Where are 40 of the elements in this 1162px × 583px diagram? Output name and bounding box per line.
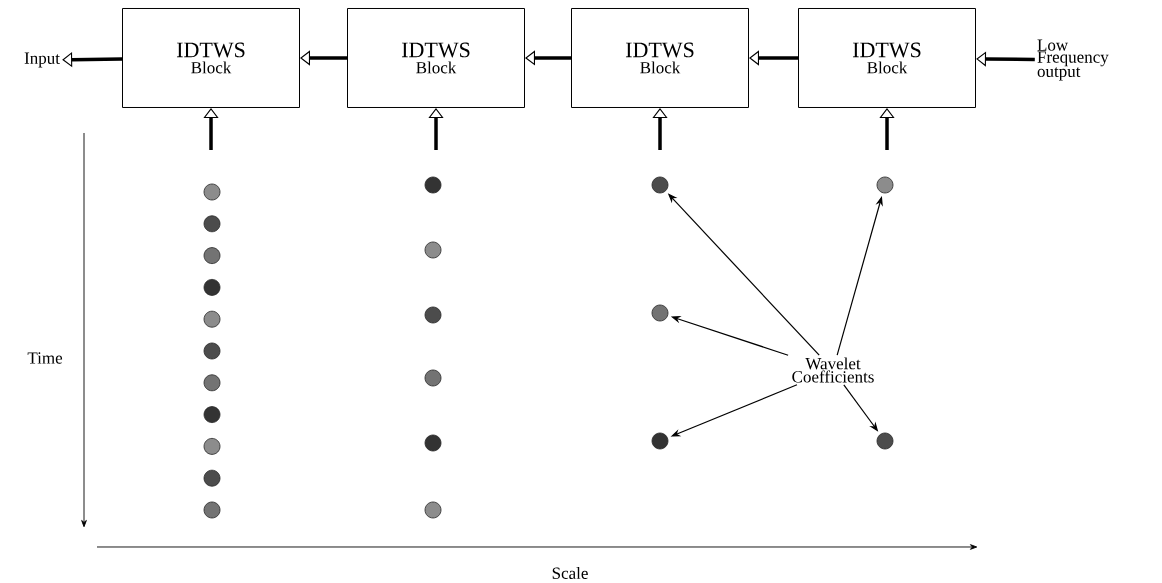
coefficient-dot <box>876 176 894 194</box>
coefficient-dot <box>424 306 442 324</box>
process-box: IDTWS Block <box>571 8 749 108</box>
text-label: Wavelet Coefficients <box>792 357 874 383</box>
block-arrow <box>300 50 347 66</box>
coefficient-dot <box>424 241 442 259</box>
coefficient-dot <box>424 501 442 519</box>
coefficient-dot <box>203 342 221 360</box>
coefficient-dot <box>203 310 221 328</box>
coefficient-dot <box>203 469 221 487</box>
text-label: Low Frequency output <box>1037 39 1109 81</box>
coefficient-dot <box>203 183 221 201</box>
coefficient-dot <box>203 247 221 264</box>
block-arrow <box>428 108 444 150</box>
block-arrow <box>879 108 895 150</box>
coefficient-dot <box>424 369 442 387</box>
process-box: IDTWS Block <box>347 8 525 108</box>
block-arrow <box>203 108 219 150</box>
axis-label: Scale <box>552 567 588 579</box>
coefficient-dot <box>424 176 442 194</box>
block-arrow <box>525 50 571 66</box>
coefficient-dot <box>203 501 221 519</box>
coefficient-dot <box>203 438 221 455</box>
coefficient-dot <box>651 176 669 194</box>
axis-label: Time <box>27 352 63 364</box>
text-label: Input <box>24 52 60 68</box>
coefficient-dot <box>203 215 221 233</box>
process-box: IDTWS Block <box>122 8 300 108</box>
coefficient-dot <box>424 434 442 452</box>
coefficient-dot <box>651 432 669 450</box>
coefficient-dot <box>203 406 221 423</box>
block-arrow <box>62 52 123 68</box>
coefficient-dot <box>651 304 669 322</box>
coefficient-dot <box>203 374 221 392</box>
block-arrow <box>652 108 668 150</box>
block-arrow <box>749 50 798 66</box>
coefficient-dot <box>876 432 894 450</box>
coefficient-dot <box>203 279 221 296</box>
process-box: IDTWS Block <box>798 8 976 108</box>
block-arrow <box>976 51 1035 67</box>
